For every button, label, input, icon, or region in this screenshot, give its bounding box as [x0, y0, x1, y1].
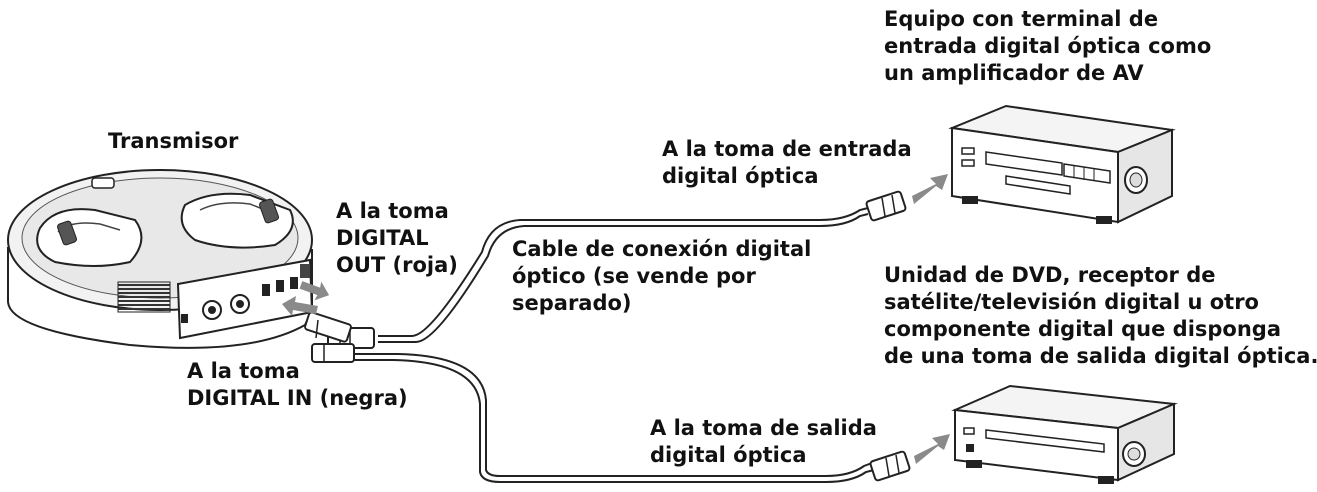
optical-cable: [348, 207, 875, 483]
cable-label-line: separado): [512, 291, 632, 315]
insert-arrow-digital-in: [282, 296, 318, 316]
digital-out-jack-label-line: OUT (roja): [336, 253, 458, 277]
optical-input-jack-label: A la toma de entrada digital óptica: [662, 136, 912, 190]
dvd-device-label-line: Unidad de DVD, receptor de: [884, 263, 1216, 287]
av-amplifier-device: [948, 104, 1176, 224]
amplifier-device-label-line: un amplificador de AV: [884, 61, 1144, 85]
optical-input-jack-label-line: A la toma de entrada: [662, 137, 912, 161]
insert-arrow-amplifier: [912, 174, 948, 204]
dvd-device-label-line: satélite/televisión digital u otro: [884, 290, 1259, 314]
digital-out-jack-label-line: A la toma: [336, 199, 449, 223]
optical-input-jack-label-line: digital óptica: [662, 164, 819, 188]
dvd-device-label-line: de una toma de salida digital óptica.: [884, 344, 1317, 368]
cable-label-line: Cable de conexión digital: [512, 237, 812, 261]
digital-in-jack-label: A la toma DIGITAL IN (negra): [187, 358, 408, 412]
optical-output-jack-label: A la toma de salida digital óptica: [650, 415, 877, 469]
digital-out-jack-label-line: DIGITAL: [336, 226, 429, 250]
amplifier-cable-plug: [865, 190, 907, 222]
digital-in-plug: [304, 311, 352, 343]
optical-output-jack-label-line: A la toma de salida: [650, 416, 877, 440]
digital-in-plug-lower: [311, 343, 355, 363]
optical-output-jack-label-line: digital óptica: [650, 443, 807, 467]
transmitter-label-line: Transmisor: [108, 129, 239, 153]
cable-label-line: óptico (se vende por: [512, 264, 756, 288]
insert-arrow-dvd: [914, 434, 950, 464]
insert-arrow-digital-out: [299, 281, 330, 301]
amplifier-device-label: Equipo con terminal de entrada digital ó…: [884, 6, 1211, 87]
amplifier-device-label-line: Equipo con terminal de: [884, 7, 1159, 31]
digital-in-jack-label-line: A la toma: [187, 359, 300, 383]
digital-in-jack-label-line: DIGITAL IN (negra): [187, 386, 408, 410]
dvd-unit-device: [951, 384, 1178, 484]
dvd-device-label-line: componente digital que disponga: [884, 317, 1282, 341]
dvd-device-label: Unidad de DVD, receptor de satélite/tele…: [884, 262, 1317, 370]
cable-label: Cable de conexión digital óptico (se ven…: [512, 236, 811, 317]
dvd-cable-plug: [869, 450, 911, 482]
amplifier-device-label-line: entrada digital óptica como: [884, 34, 1212, 58]
transmitter-label: Transmisor: [108, 128, 238, 155]
digital-out-jack-label: A la toma DIGITAL OUT (roja): [336, 198, 458, 279]
transmitter-device: [7, 169, 314, 349]
